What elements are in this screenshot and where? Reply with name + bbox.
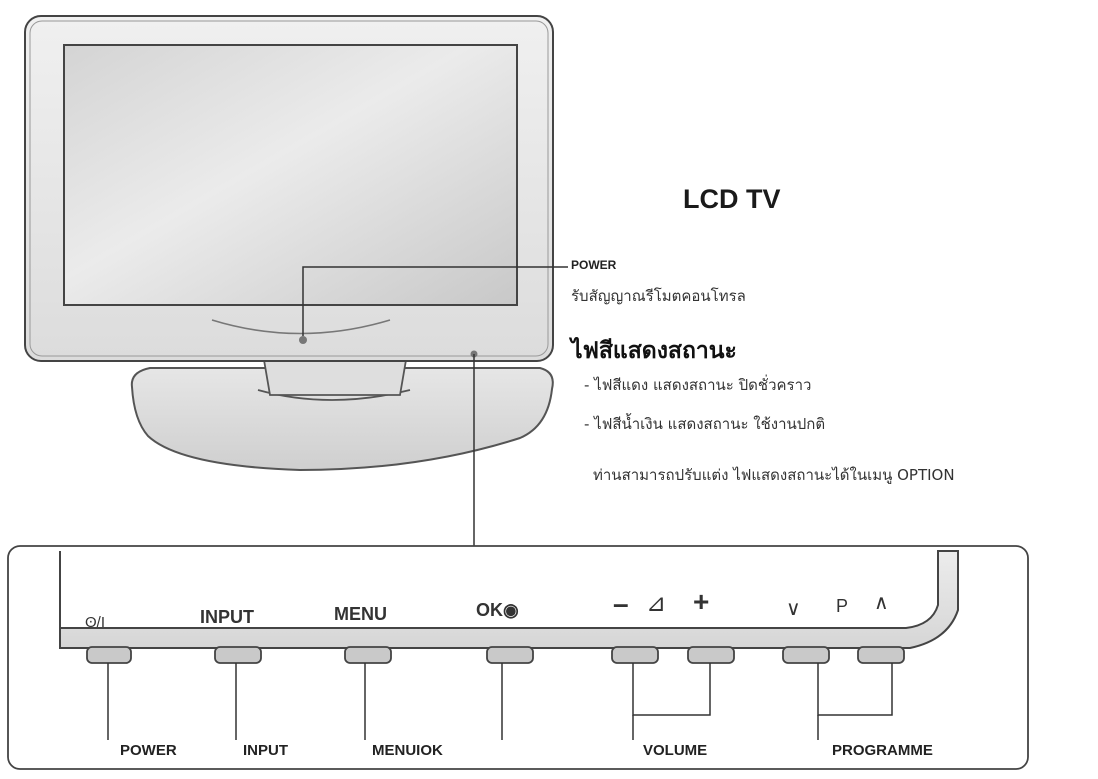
input-button[interactable] — [214, 646, 262, 664]
power-indicator-label: POWER — [571, 258, 617, 272]
power-button[interactable] — [86, 646, 132, 664]
remote-sensor-label: รับสัญญาณรีโมตคอนโทรล — [571, 287, 746, 305]
volume-down-button[interactable] — [611, 646, 659, 664]
programme-p-label: P — [836, 596, 849, 616]
leader-lines — [302, 266, 568, 546]
button-leader-lines — [107, 663, 893, 740]
menu-button[interactable] — [344, 646, 392, 664]
tv-stand — [130, 359, 554, 472]
power-button-label: ʘ/I — [85, 614, 106, 631]
remote-sensor-dot — [299, 336, 307, 344]
chevron-down-icon: ∨ — [786, 598, 801, 620]
indicator-note: ท่านสามารถปรับแต่ง ไฟแสดงสถานะได้ในเมนู … — [593, 466, 955, 484]
callout-input: INPUT — [243, 742, 288, 759]
logo-arc — [211, 319, 391, 335]
callout-power: POWER — [120, 742, 177, 759]
callout-menu-ok: MENUIOK — [372, 742, 443, 759]
indicator-bullet-red: - ไฟสีแดง แสดงสถานะ ปิดชั่วคราว — [584, 376, 812, 394]
menu-button-label: MENU — [334, 604, 387, 624]
control-panel — [59, 550, 959, 649]
indicator-heading: ไฟสีแสดงสถานะ — [571, 338, 737, 364]
programme-up-button[interactable] — [857, 646, 905, 664]
tv-screen — [63, 44, 518, 306]
chevron-up-icon: ∧ — [874, 592, 889, 614]
diagram-title: LCD TV — [683, 184, 781, 214]
buttons — [86, 646, 905, 664]
volume-up-button[interactable] — [687, 646, 735, 664]
input-button-label: INPUT — [200, 607, 254, 627]
volume-icon: ⊿ — [646, 590, 667, 617]
volume-minus-label: – — [613, 588, 629, 619]
callout-volume: VOLUME — [643, 742, 708, 759]
ok-button[interactable] — [486, 646, 534, 664]
volume-plus-label: + — [693, 586, 710, 617]
indicator-bullet-blue: - ไฟสีน้ำเงิน แสดงสถานะ ใช้งานปกติ — [584, 415, 826, 433]
tv-body — [24, 15, 554, 362]
programme-down-button[interactable] — [782, 646, 830, 664]
callout-programme: PROGRAMME — [832, 742, 933, 759]
ok-button-label: OK◉ — [476, 600, 519, 620]
